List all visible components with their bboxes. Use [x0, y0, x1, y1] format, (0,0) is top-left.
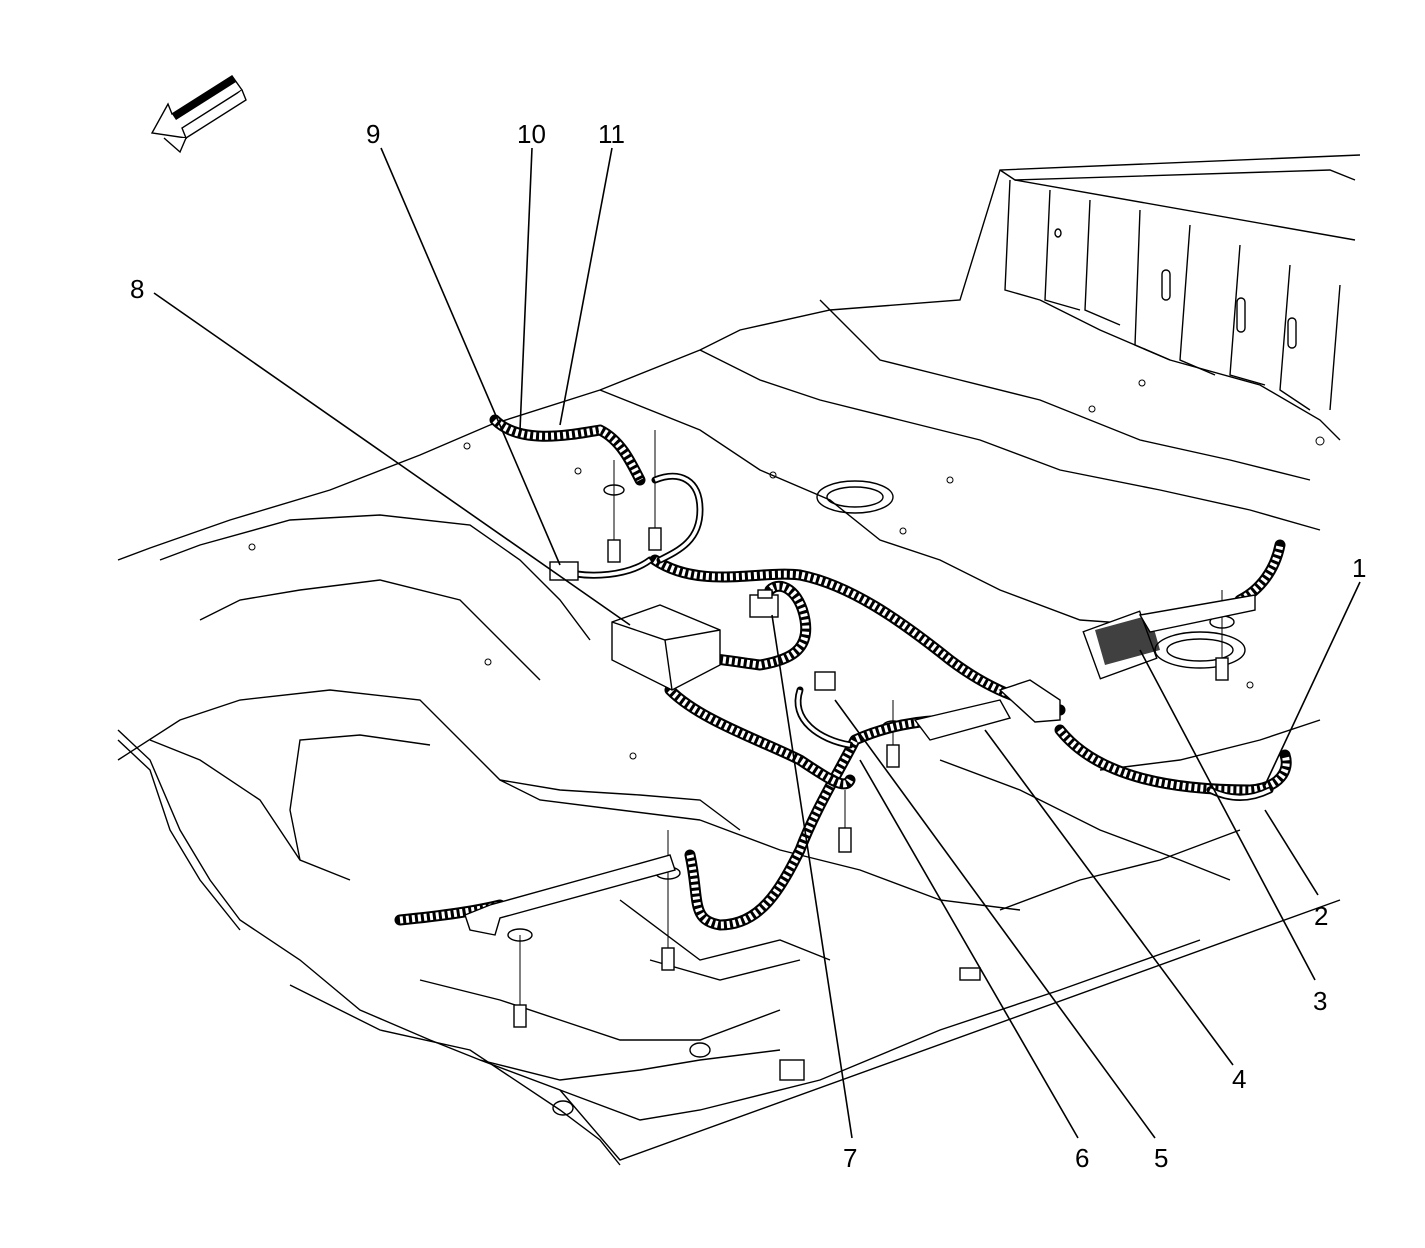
leader-10: [519, 147, 533, 431]
stud-center: [838, 790, 852, 853]
front-direction-arrow-icon: [150, 75, 247, 154]
stud-right-rear: [1209, 590, 1235, 681]
callout-9: 9: [366, 119, 380, 149]
leader-3: [1139, 649, 1316, 981]
stud-top-right: [648, 430, 662, 551]
leader-11: [559, 147, 613, 426]
stud-left-front: [507, 928, 533, 1028]
leader-6: [859, 759, 1079, 1139]
callout-11: 11: [598, 119, 625, 149]
leader-9: [380, 147, 561, 566]
leader-4: [984, 729, 1234, 1066]
connector-6: [814, 671, 836, 691]
leader-8: [153, 292, 631, 626]
leader-7: [771, 614, 853, 1139]
leader-lines: [153, 147, 1361, 1139]
stud-top-left: [603, 460, 625, 563]
leader-5: [834, 699, 1156, 1139]
callout-2: 2: [1314, 901, 1328, 931]
stud-center-front: [655, 830, 681, 971]
callout-7: 7: [843, 1143, 857, 1173]
components: [549, 561, 836, 691]
callout-8: 8: [130, 274, 144, 304]
wiring-harness: [394, 414, 1292, 931]
leader-2: [1264, 809, 1319, 896]
module-8: [611, 604, 721, 691]
callout-6: 6: [1075, 1143, 1089, 1173]
leader-1: [1264, 581, 1361, 786]
callout-labels: 1 2 3 4 5 6 7 8 9 10 11: [130, 119, 1366, 1173]
floor-pan: [117, 154, 1361, 1166]
connector-7: [749, 589, 779, 618]
callout-10: 10: [517, 119, 546, 149]
callout-5: 5: [1154, 1143, 1168, 1173]
callout-1: 1: [1352, 553, 1366, 583]
callout-4: 4: [1232, 1064, 1246, 1094]
harness-retainers: [464, 594, 1256, 936]
callout-3: 3: [1313, 986, 1327, 1016]
connector-9: [549, 561, 579, 581]
